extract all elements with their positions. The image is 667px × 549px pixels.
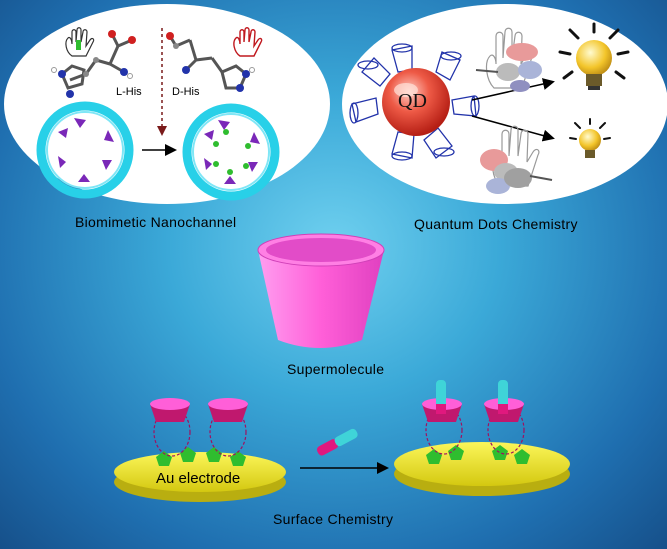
light-bulb-icon [569,118,611,158]
arrow-icon [471,78,555,101]
biomimetic-nanochannel-label: Biomimetic Nanochannel [75,214,237,230]
d-his-label: D-His [172,86,200,98]
surface-chemistry-panel [114,380,570,502]
molecule-icon [51,30,136,98]
quantum-panel [342,4,667,204]
molecule-icon [166,32,255,92]
biomimetic-panel [4,4,330,204]
hand-icon [233,27,263,57]
nanochannel-ring-left [36,101,134,199]
molecule-icon [475,43,542,92]
nanochannel-ring-right [182,103,280,201]
panel-ellipse-left [4,4,330,204]
hand-icon [65,27,95,57]
supermolecule-label: Supermolecule [287,361,385,377]
surface-chemistry-label: Surface Chemistry [273,511,394,527]
guest-molecule [316,428,358,456]
molecule-icon [480,149,553,194]
supermolecule-cup [257,233,385,348]
l-his-label: L-His [116,86,142,98]
electrode-left [114,398,286,502]
light-bulb-icon [558,22,630,90]
quantum-dot [349,43,480,161]
au-electrode-label: Au electrode [156,470,241,487]
qd-label: QD [398,90,427,112]
electrode-right [394,380,570,496]
arrow-icon [157,126,167,136]
quantum-dots-chemistry-label: Quantum Dots Chemistry [414,216,578,232]
